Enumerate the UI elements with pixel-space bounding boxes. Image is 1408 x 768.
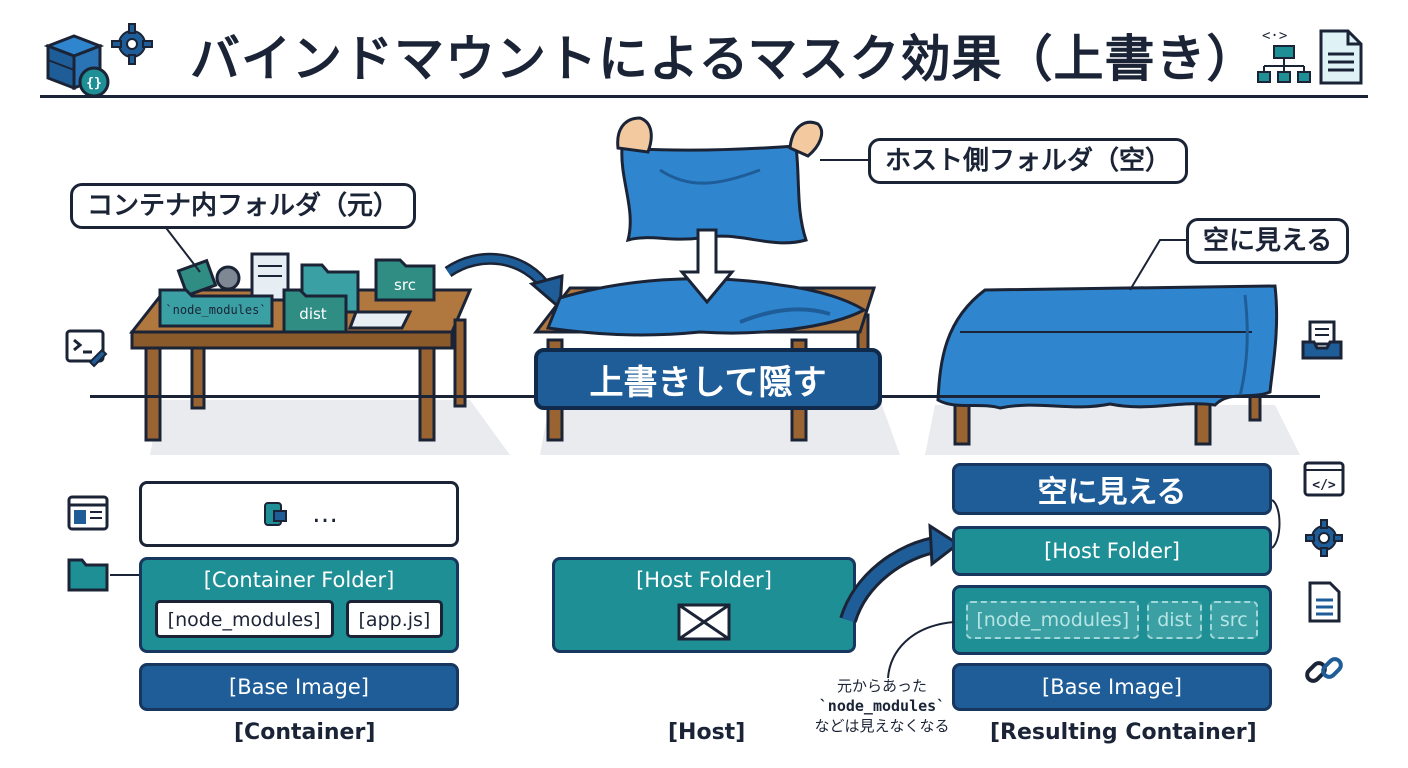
terminal-icon	[64, 326, 108, 370]
scene-folder-label: dist	[299, 305, 327, 323]
base-image-layer-result: [Base Image]	[952, 663, 1272, 711]
file-icon	[1302, 580, 1346, 624]
hidden-note: 元からあった `node_modules` などは見えなくなる	[792, 676, 972, 736]
gear-icon	[110, 22, 154, 66]
table-covered	[953, 378, 1262, 446]
hidden-folder-layer: [node_modules] dist src	[952, 585, 1272, 655]
note-connector	[887, 621, 955, 679]
note-line: などは見えなくなる	[814, 717, 950, 735]
storage-icon	[260, 499, 290, 529]
settings-icon	[1302, 516, 1346, 560]
svg-text:<·>: <·>	[1262, 28, 1287, 44]
code-icon: </>	[1302, 458, 1346, 502]
server-cube-icon: {}	[43, 30, 114, 100]
folder-icon	[66, 552, 110, 596]
document-icon	[1318, 28, 1364, 86]
note-line: 元からあった	[836, 677, 927, 695]
title-divider	[40, 95, 1368, 98]
container-folder-layer: [Container Folder] [node_modules] [app.j…	[139, 557, 459, 653]
callout-looks-empty: 空に見える	[1186, 218, 1350, 264]
connector-line	[110, 574, 140, 576]
host-folder-label: [Host Folder]	[636, 568, 772, 592]
svg-text:{}: {}	[86, 76, 102, 91]
bracket-connector	[1271, 499, 1281, 549]
container-folder-label: [Container Folder]	[203, 568, 395, 592]
hidden-node-modules-chip: [node_modules]	[966, 601, 1140, 639]
inbox-icon	[1300, 318, 1344, 362]
scene-folder-label: src	[394, 276, 416, 294]
overwrite-hide-label: 上書きして隠す	[534, 348, 882, 410]
hidden-src-chip: src	[1209, 601, 1258, 639]
app-js-chip: [app.js]	[345, 600, 444, 638]
window-icon	[66, 492, 110, 536]
callout-container-folder: コンテナ内フォルダ（元）	[70, 183, 417, 229]
base-image-layer: [Base Image]	[139, 663, 459, 711]
scene-folder-label: `node_modules`	[165, 303, 266, 317]
mount-arrow	[839, 523, 961, 623]
note-line: `node_modules`	[818, 697, 946, 715]
container-caption: [Container]	[234, 720, 376, 745]
host-folder-box: [Host Folder]	[552, 557, 856, 653]
envelope-icon	[676, 602, 732, 642]
top-layer-box: …	[139, 481, 459, 547]
host-caption: [Host]	[668, 720, 746, 745]
sitemap-icon: <·>	[1256, 26, 1312, 86]
link-icon	[1302, 648, 1346, 692]
svg-text:</>: </>	[1312, 478, 1336, 493]
page-title: バインドマウントによるマスク効果（上書き）	[190, 30, 1258, 88]
host-folder-layer: [Host Folder]	[952, 526, 1272, 576]
looks-empty-box: 空に見える	[952, 463, 1272, 515]
callout-host-folder: ホスト側フォルダ（空）	[868, 138, 1189, 184]
ellipsis-text: …	[312, 499, 338, 529]
hidden-dist-chip: dist	[1147, 601, 1202, 639]
resulting-container-caption: [Resulting Container]	[990, 720, 1257, 745]
node-modules-chip: [node_modules]	[154, 600, 334, 638]
